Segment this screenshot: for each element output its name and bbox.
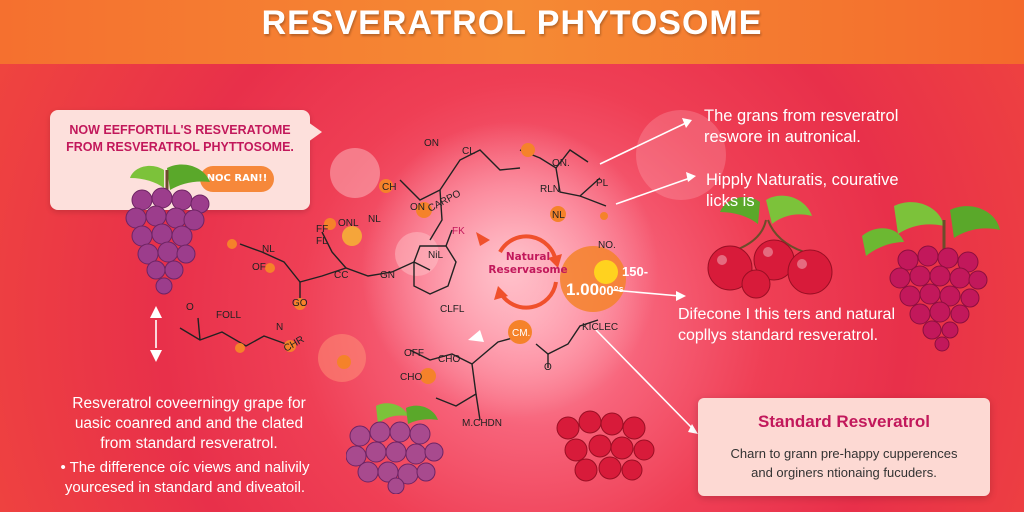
- molecule-node: [284, 340, 296, 352]
- molecule-node: [379, 179, 393, 193]
- center-label-line-2: Reservasome: [488, 264, 568, 276]
- callout-badge: NOC RAN!!: [200, 166, 274, 192]
- standard-box-line-2: and orginers ntionaing fucuders.: [751, 465, 937, 480]
- header-bar: [0, 0, 1024, 64]
- mol-label-ch: CH: [382, 182, 396, 193]
- center-value: 1.0000°ˢ: [566, 280, 624, 300]
- mol-label-o2: O: [544, 362, 552, 373]
- grape-bunch-left-icon: [125, 164, 210, 295]
- right-mid-text: Difecone I this ters and natural copllys…: [678, 304, 978, 346]
- mol-label-foll: FOLL: [216, 310, 241, 321]
- mol-label-mchdn: M.CHDN: [462, 418, 502, 429]
- mol-label-cc: CC: [334, 270, 348, 281]
- right-top-line-1: The grans from resveratrol: [704, 107, 899, 125]
- mol-label-fk: FK: [452, 226, 465, 237]
- left-bullet: • The difference oíc views and nalivily …: [40, 458, 330, 498]
- callout-pointer-icon: [308, 122, 322, 142]
- mol-label-nl3: NL: [262, 244, 275, 255]
- molecule-node: [265, 263, 275, 273]
- mol-label-nl1: NL: [552, 210, 565, 221]
- mol-label-chr: CHR: [282, 334, 306, 354]
- left-description-line-2: uasic coanred and and the clated: [74, 415, 304, 432]
- mol-label-off: OFF: [404, 348, 424, 359]
- red-cherries-right-icon: [707, 195, 833, 299]
- molecule-node: [508, 320, 532, 344]
- right-top-line-3: Hipply Naturatis, courative: [706, 171, 899, 189]
- right-top-line-4: licks is: [706, 192, 755, 210]
- mol-label-cm: CM.: [512, 328, 530, 339]
- center-label-line-1: Natural: [505, 251, 551, 263]
- right-top-line-2: reswore in autronical.: [704, 128, 861, 146]
- yellow-node: [594, 260, 618, 284]
- molecule-node: [324, 218, 336, 230]
- mol-label-go: GO: [292, 298, 308, 309]
- mol-label-ff: FF: [316, 224, 328, 235]
- mol-label-cho2: CHO: [400, 372, 422, 383]
- callout-heading: NOW EEFFORTILL'S RESVERATOME FROM RESVER…: [60, 122, 300, 156]
- right-top-text-2: Hipply Naturatis, courative licks is: [706, 170, 966, 212]
- left-bullet-line-1: • The difference oíc views and nalivily: [60, 459, 310, 476]
- left-description-line-3: from standard resveratrol.: [100, 435, 278, 452]
- mol-label-onl: ONL: [338, 218, 359, 229]
- mol-label-cho: CHO: [438, 354, 460, 365]
- molecule-node: [337, 355, 351, 369]
- mol-label-nil: NiL: [428, 250, 443, 261]
- grape-bunch-right-icon: [862, 202, 1000, 352]
- page-title: RESVERATROL PHYTOSOME: [261, 4, 763, 42]
- mol-label-carpo: CARPO: [426, 188, 463, 215]
- left-description: Resveratrol coveerningy grape for uasic …: [44, 394, 334, 454]
- mol-label-nl2: NL: [368, 214, 381, 225]
- mol-label-on2: ON.: [552, 158, 570, 169]
- mol-label-gn: GN: [380, 270, 395, 281]
- mol-label-fl: FL: [316, 236, 328, 247]
- mol-label-n: N: [276, 322, 283, 333]
- mol-label-cl: CL: [462, 146, 475, 157]
- intro-callout: NOW EEFFORTILL'S RESVERATOME FROM RESVER…: [50, 110, 310, 210]
- background-bubble: [330, 148, 380, 198]
- center-value-big: 1.00: [566, 280, 600, 299]
- molecule-node: [342, 226, 362, 246]
- mol-label-pl: PL: [596, 178, 609, 189]
- standard-box-body: Charn to grann pre-happy cupperences and…: [708, 444, 980, 482]
- molecule-node: [550, 206, 566, 222]
- right-top-text: The grans from resveratrol reswore in au…: [704, 106, 964, 148]
- molecule-node: [600, 212, 608, 220]
- callout-heading-line-2: FROM RESVERATROL PHYTTOSOME.: [66, 140, 294, 154]
- right-mid-line-1: Difecone I this ters and natural: [678, 306, 896, 323]
- right-mid-line-2: copllys standard resveratrol.: [678, 327, 879, 344]
- mol-label-no: NO.: [598, 240, 616, 251]
- standard-box-title: Standard Resveratrol: [758, 412, 930, 431]
- center-value-suffix: 00°ˢ: [599, 283, 624, 298]
- arrow-icon: [468, 330, 484, 342]
- molecule-node: [294, 298, 306, 310]
- mol-label-on3: ON: [410, 202, 425, 213]
- mol-label-on: ON: [424, 138, 439, 149]
- mol-label-clfl: CLFL: [440, 304, 465, 315]
- molecule-node: [227, 239, 237, 249]
- molecule-node: [420, 368, 436, 384]
- arrow-icon: [476, 232, 490, 246]
- mol-label-of: OF: [252, 262, 266, 273]
- center-label: Natural Reservasome: [487, 251, 569, 277]
- callout-heading-line-1: NOW EEFFORTILL'S RESVERATOME: [69, 123, 291, 137]
- molecule-node: [521, 143, 535, 157]
- molecule-node: [235, 343, 245, 353]
- red-grapes-bottom-icon: [556, 410, 655, 482]
- mol-label-o: O: [186, 302, 194, 313]
- left-bullet-line-2: yourcesed in standard and diveatoil.: [64, 479, 306, 496]
- standard-resveratrol-box: Standard Resveratrol Charn to grann pre-…: [698, 398, 990, 496]
- standard-box-line-1: Charn to grann pre-happy cupperences: [730, 446, 958, 461]
- center-value-small: 150-: [622, 264, 649, 279]
- molecule-node: [416, 202, 432, 218]
- grape-bunch-bottom-left-icon: [346, 403, 444, 494]
- mol-label-rln: RLN: [540, 184, 560, 195]
- left-description-line-1: Resveratrol coveerningy grape for: [72, 395, 306, 412]
- mol-label-kiclec: KICLEC: [582, 322, 618, 333]
